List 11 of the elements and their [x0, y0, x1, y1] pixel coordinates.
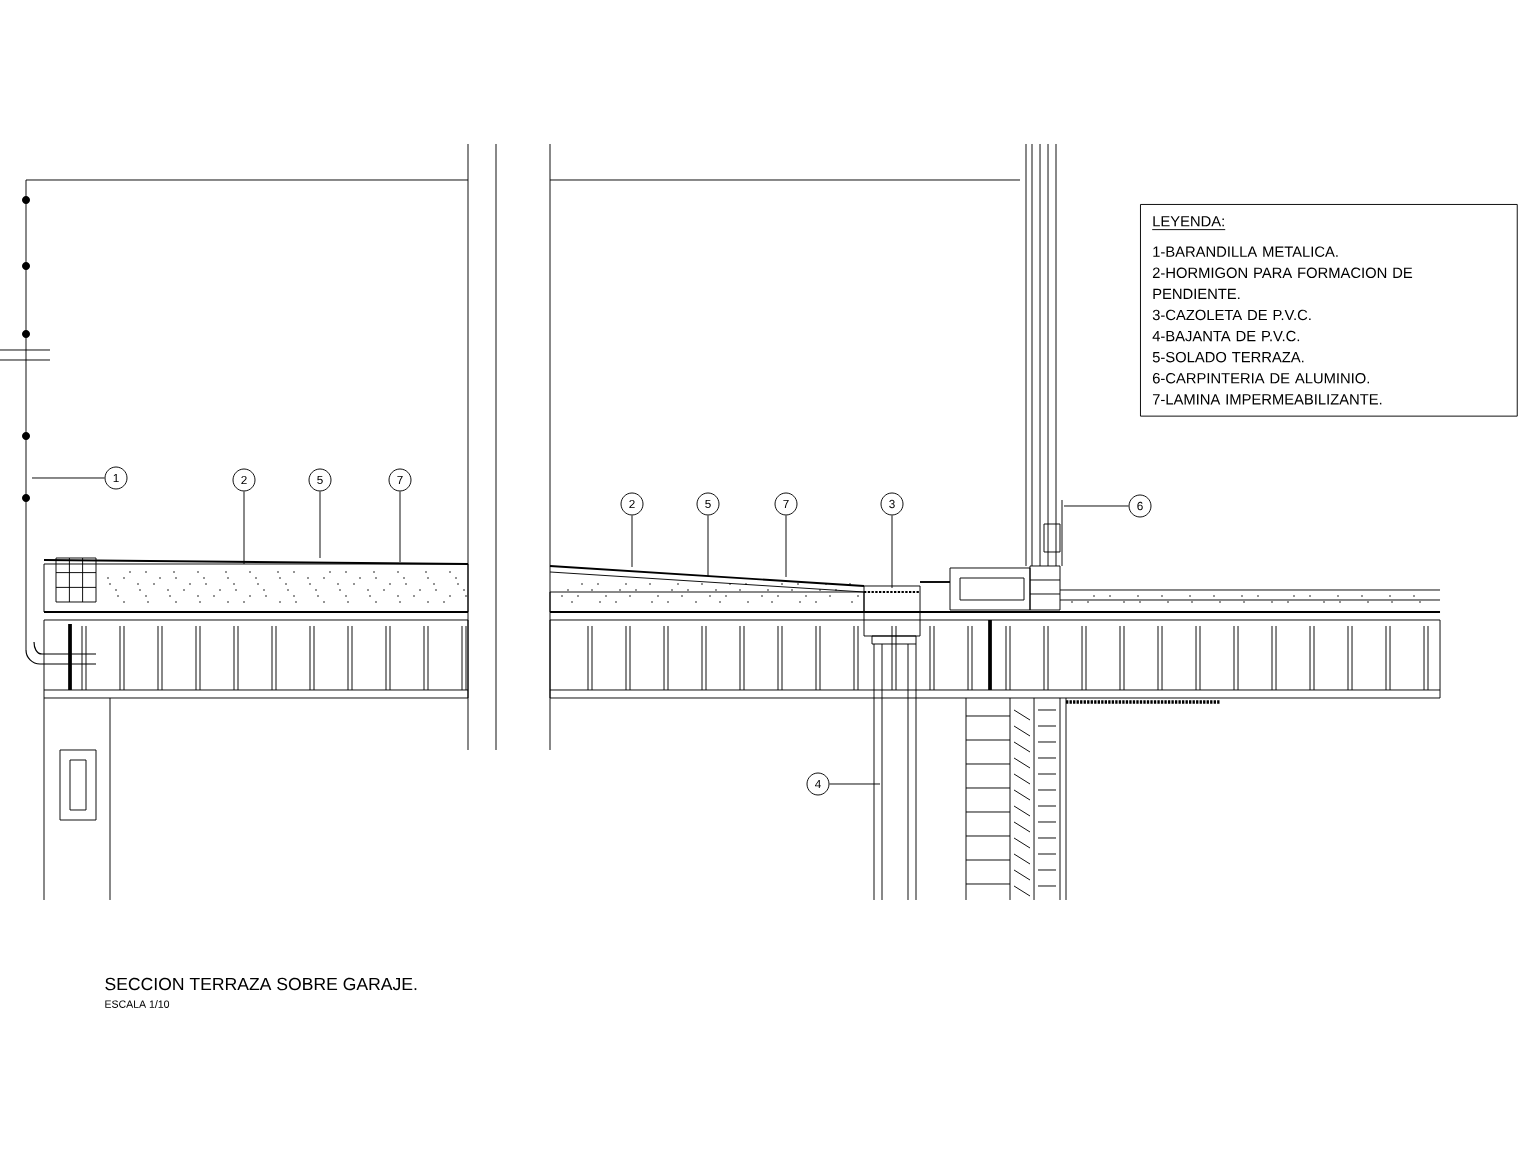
- leader-line: [891, 515, 893, 589]
- leader-line: [31, 477, 105, 479]
- leader-line: [1063, 505, 1129, 507]
- leader-line: [243, 491, 245, 565]
- leader-line: [785, 515, 787, 578]
- leader-line: [399, 491, 401, 563]
- leader-line: [707, 515, 709, 577]
- leader-line: [319, 491, 321, 559]
- leader-line: [829, 783, 881, 785]
- drawing-title: SECCION TERRAZA SOBRE GARAJE.: [105, 977, 417, 991]
- leader-line: [631, 515, 633, 568]
